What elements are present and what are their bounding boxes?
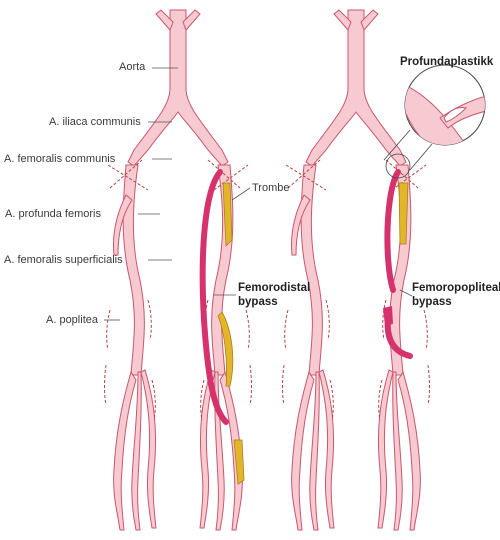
- label-poplitea: A. poplitea: [46, 314, 98, 326]
- label-aorta: Aorta: [119, 61, 146, 73]
- artery-tree-left: [113, 9, 243, 531]
- label-femoralis-communis: A. femoralis communis: [4, 153, 116, 165]
- artery-tree-right: [291, 9, 421, 531]
- label-profunda-femoris: A. profunda femoris: [5, 208, 101, 220]
- leader-lines: [104, 67, 413, 321]
- label-trombe: Trombe: [252, 182, 290, 194]
- label-femoropopliteal: Femoropopliteal: [412, 282, 500, 294]
- profundaplastikk-inset: [383, 64, 486, 179]
- femorodistal-bypass-graft: [199, 169, 229, 425]
- label-iliaca-communis: A. iliaca communis: [49, 116, 141, 128]
- label-femoralis-superficialis: A. femoralis superficialis: [4, 254, 123, 266]
- label-femorodistal-bypass: bypass: [238, 296, 278, 308]
- thrombus-right: [398, 182, 409, 245]
- thrombus-left: [217, 182, 245, 485]
- graft-stump-right: [383, 306, 393, 326]
- label-femorodistal: Femorodistal: [238, 282, 311, 294]
- label-profundaplastikk: Profundaplastikk: [400, 56, 494, 68]
- label-femoropopliteal-bypass: bypass: [412, 296, 452, 308]
